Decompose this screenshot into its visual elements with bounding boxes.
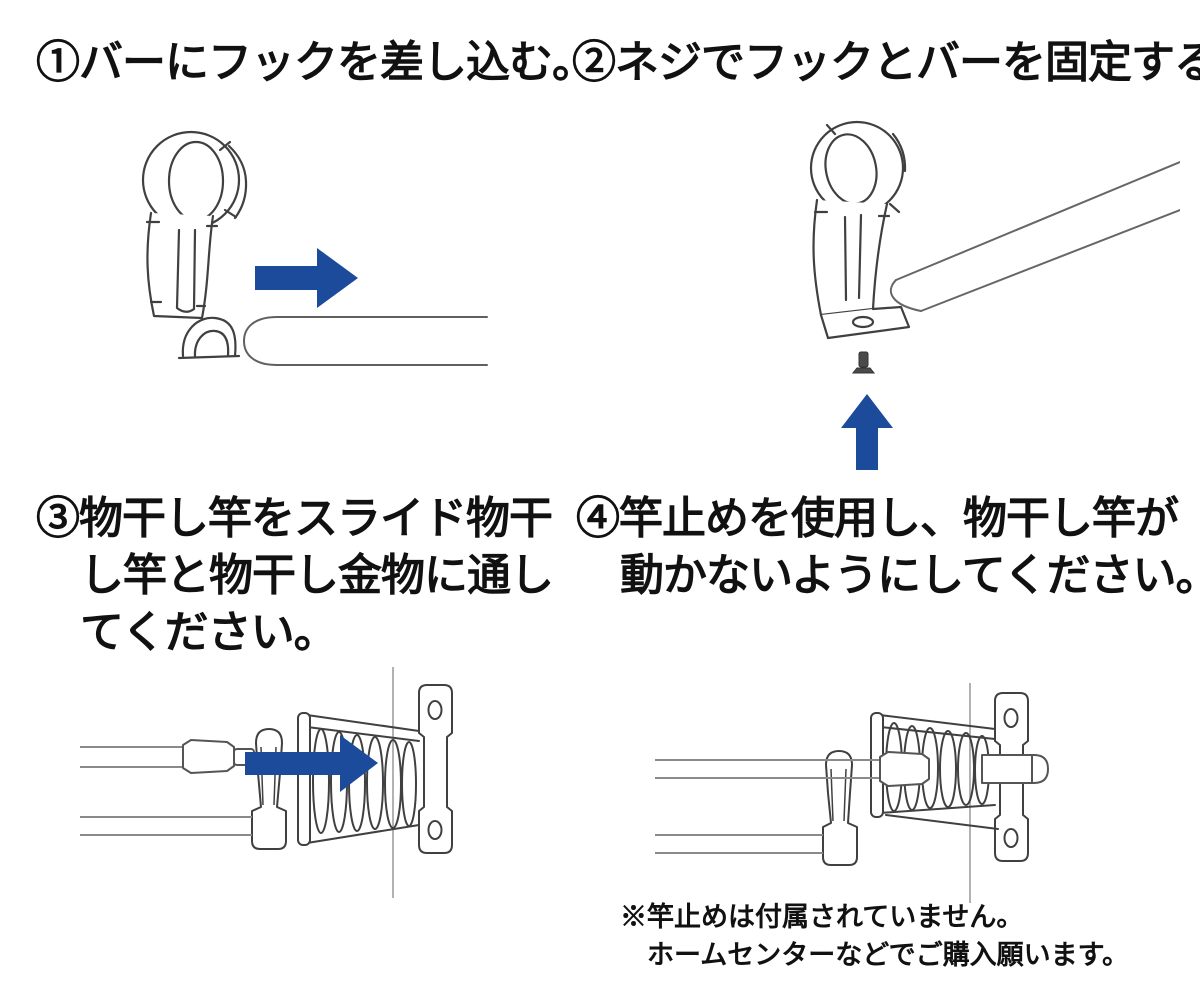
screw-icon [851,351,876,374]
step4-title: ④竿止めを使用し、物干し竿が 動かないようにしてください。 [576,490,1200,604]
step3-illustration [80,667,453,898]
step4-title-line-1: ④竿止めを使用し、物干し竿が [576,494,1179,543]
slide-spring [297,712,420,846]
drying-pole [655,759,880,779]
hanging-hook [251,728,287,850]
right-arrow-icon [245,735,378,792]
step1-title: ①バーにフックを差し込む。 [36,34,596,91]
pole-end-cap [182,739,255,774]
step2-title-line: ②ネジでフックとバーを固定する。 [572,38,1200,87]
lower-bar [80,816,252,836]
step3-title-line-1: ③物干し竿をスライド物干 [36,494,553,543]
lower-bar [655,834,823,854]
pole-tip-protruding [981,754,1049,784]
step3-title-line-3: てください。 [80,608,338,657]
hook-part [141,130,248,360]
footnote: ※竿止めは付属されていません。 ホームセンターなどでご購入願います。 [620,898,1129,974]
step4-title-line-2: 動かないようにしてください。 [620,551,1200,600]
footnote-line-2: ホームセンターなどでご購入願います。 [647,940,1129,970]
bar-part [242,316,488,366]
hook-part [809,120,911,340]
step4-illustration [655,683,1049,903]
step1-illustration [141,130,488,366]
up-arrow-icon [841,394,893,470]
bar-part [890,161,1180,312]
step2-illustration [809,120,1180,470]
hanging-hook [822,750,858,866]
drying-pole [80,746,183,768]
step1-title-line: ①バーにフックを差し込む。 [36,38,596,87]
step3-title-line-2: し竿と物干し金物に通し [80,551,554,600]
pole-end-cap [879,751,930,787]
step3-title: ③物干し竿をスライド物干 し竿と物干し金物に通し てください。 [36,490,554,661]
footnote-line-1: ※竿止めは付属されていません。 [620,902,1024,932]
right-arrow-icon [255,248,358,308]
step2-title: ②ネジでフックとバーを固定する。 [572,34,1200,91]
wall-bracket [418,684,453,854]
